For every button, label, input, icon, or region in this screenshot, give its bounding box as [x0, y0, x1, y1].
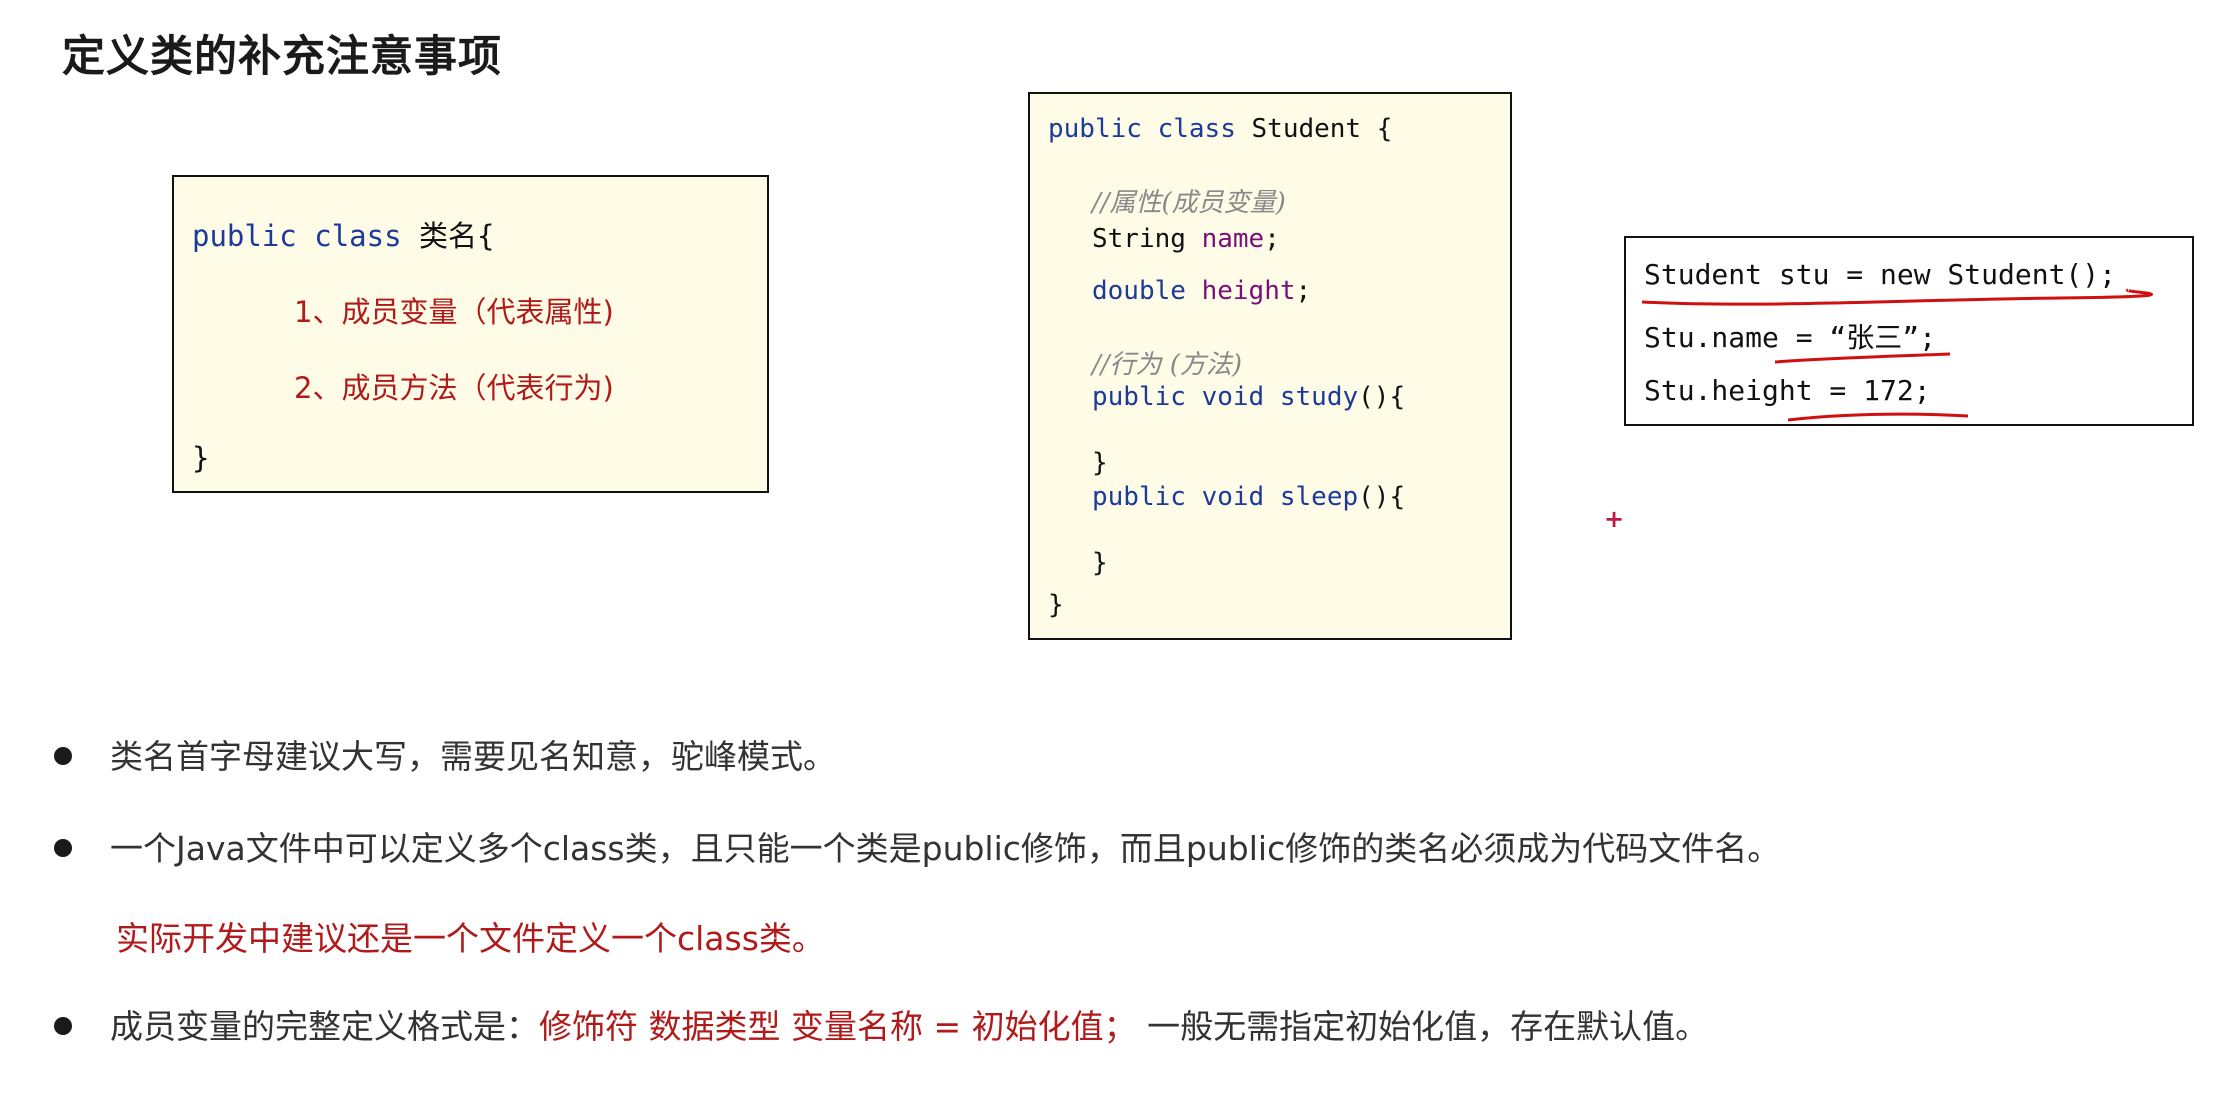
template-declaration: public class 类名{ [192, 213, 494, 255]
usage-line-height: Stu.height = 172; [1644, 374, 1931, 407]
method-sleep: sleep [1279, 482, 1359, 512]
method-study-line: public void study(){ [1092, 382, 1405, 412]
type-string: String [1092, 224, 1186, 254]
usage-line-name: Stu.name = “张三”; [1644, 321, 1937, 354]
method-sleep-line: public void sleep(){ [1092, 482, 1405, 512]
field-name-line: String name; [1092, 224, 1280, 254]
bullet-item-2: 一个Java文件中可以定义多个class类，且只能一个类是public修饰，而且… [54, 822, 1780, 870]
cursor-plus-icon: + [1604, 505, 1625, 533]
method-open: (){ [1358, 382, 1406, 412]
object-usage-box: Student stu = new Student(); Stu.name = … [1624, 236, 2194, 426]
bullet-item-1: 类名首字母建议大写，需要见名知意，驼峰模式。 [54, 730, 836, 778]
bullet-text-3-suffix: 一般无需指定初始化值，存在默认值。 [1136, 1007, 1709, 1046]
usage-line-create: Student stu = new Student(); [1644, 258, 2117, 291]
method-open: (){ [1358, 482, 1406, 512]
field-height: height [1201, 276, 1296, 306]
keyword-public: public [1048, 114, 1142, 144]
field-name: name [1201, 224, 1265, 254]
keyword-public: public [192, 219, 297, 253]
student-declaration: public class Student { [1048, 114, 1392, 144]
class-name-placeholder: 类名{ [419, 219, 495, 253]
method-study-close: } [1092, 448, 1108, 478]
student-class-name: Student { [1251, 114, 1393, 144]
student-class-box: public class Student { //属性(成员变量) String… [1028, 92, 1512, 640]
bullet-text-2: 一个Java文件中可以定义多个class类，且只能一个类是public修饰，而且… [110, 829, 1781, 868]
bullet-text-1: 类名首字母建议大写，需要见名知意，驼峰模式。 [110, 737, 836, 776]
semicolon: ; [1295, 276, 1312, 306]
class-template-box: public class 类名{ 1、成员变量（代表属性) 2、成员方法（代表行… [172, 175, 769, 493]
keyword-class: class [314, 219, 402, 253]
bullet-item-3: 成员变量的完整定义格式是：修饰符 数据类型 变量名称 = 初始化值； 一般无需指… [54, 1000, 1708, 1048]
bullet-2-note: 实际开发中建议还是一个文件定义一个class类。 [116, 919, 825, 958]
method-sleep-close: } [1092, 548, 1108, 578]
keyword-void: void [1201, 382, 1265, 412]
comment-attributes: //属性(成员变量) [1092, 188, 1286, 218]
type-double: double [1092, 276, 1186, 306]
slide-title: 定义类的补充注意事项 [62, 32, 502, 82]
comment-behavior: //行为 (方法) [1092, 350, 1243, 380]
bullet-dot-icon [54, 746, 72, 765]
bullet-dot-icon [54, 1016, 72, 1035]
template-close-brace: } [192, 441, 210, 475]
bullet-dot-icon [54, 838, 72, 857]
keyword-class: class [1157, 114, 1236, 144]
keyword-void: void [1201, 482, 1265, 512]
template-item-member-method: 2、成员方法（代表行为) [294, 371, 614, 405]
field-height-line: double height; [1092, 276, 1311, 306]
template-item-member-variable: 1、成员变量（代表属性) [294, 295, 614, 329]
keyword-public: public [1092, 482, 1186, 512]
semicolon: ; [1264, 224, 1280, 254]
keyword-public: public [1092, 382, 1186, 412]
bullet-text-3-prefix: 成员变量的完整定义格式是： [110, 1007, 539, 1046]
method-study: study [1279, 382, 1359, 412]
class-close-brace: } [1048, 590, 1064, 620]
bullet-text-3-format: 修饰符 数据类型 变量名称 = 初始化值； [539, 1007, 1137, 1046]
